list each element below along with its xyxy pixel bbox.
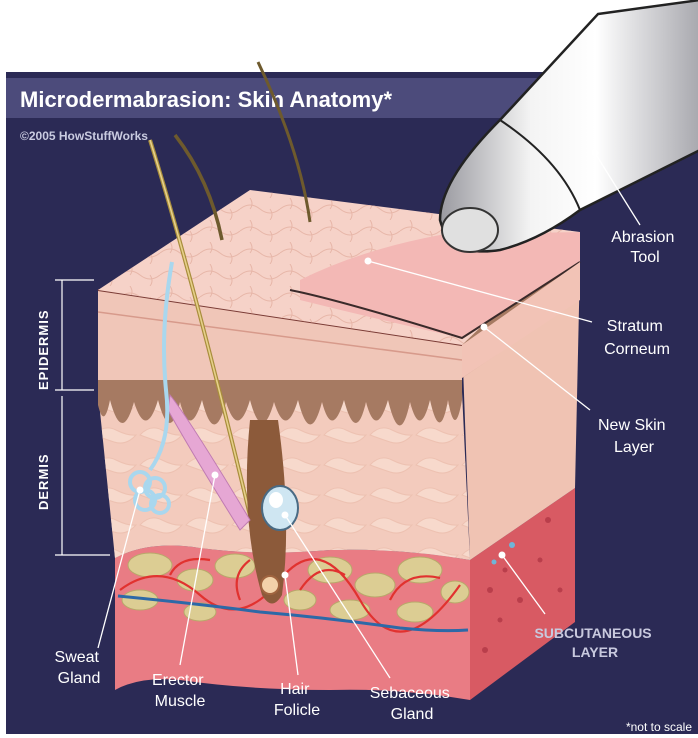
subcutaneous-blue-dot	[492, 560, 497, 565]
footnote: *not to scale	[626, 720, 692, 734]
epidermis-label: EPIDERMIS	[36, 309, 51, 390]
subcutaneous-blue-dot	[509, 542, 515, 548]
copyright: ©2005 HowStuffWorks	[20, 129, 148, 143]
dermis-label: DERMIS	[36, 453, 51, 510]
sebaceous-gland	[262, 486, 298, 530]
diagram-title: Microdermabrasion: Skin Anatomy*	[20, 87, 392, 112]
